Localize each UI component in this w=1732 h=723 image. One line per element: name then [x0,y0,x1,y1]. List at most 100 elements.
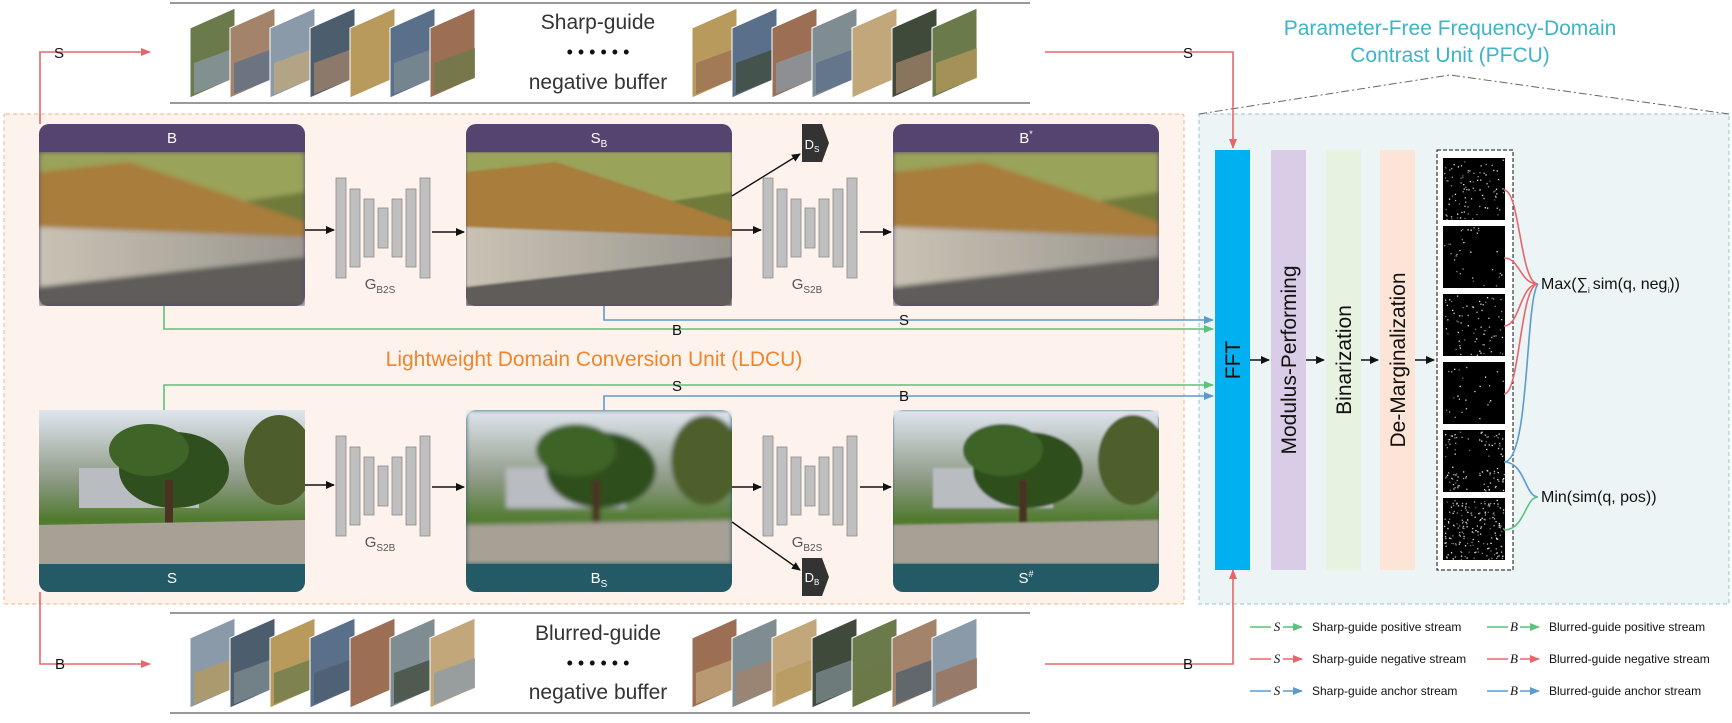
frequency-speckle [1475,551,1477,553]
frequency-speckle [1472,280,1474,282]
frequency-speckle [1481,194,1484,197]
frequency-speckle [1487,486,1489,488]
generator-layer [790,456,802,516]
frequency-speckle [1450,185,1453,187]
frequency-speckle [1483,197,1485,200]
frequency-speckle [1444,172,1446,175]
frequency-speckle [1453,510,1455,513]
generator-layer [377,465,389,507]
frequency-speckle [1501,319,1503,321]
frequency-speckle [1460,182,1462,184]
frequency-speckle [1491,336,1493,339]
frequency-speckle [1452,512,1454,514]
frequency-speckle [1495,335,1497,337]
frequency-speckle [1449,169,1451,171]
frequency-speckle [1494,190,1496,192]
frequency-speckle [1449,411,1451,413]
frequency-speckle [1446,304,1449,306]
frequency-speckle [1454,437,1456,439]
frequency-speckle [1459,385,1461,388]
frequency-speckle [1467,542,1469,545]
frequency-speckle [1455,442,1457,445]
frequency-speckle [1487,436,1489,438]
generator-layer [419,435,431,537]
demarginalization-label: De-Marginalization [1387,272,1410,447]
frequency-speckle [1460,353,1462,355]
frequency-speckle [1500,545,1502,547]
frequency-speckle [1456,502,1458,504]
frequency-speckle [1497,505,1499,508]
frequency-speckle [1465,503,1467,505]
frequency-speckle [1494,442,1496,445]
frequency-speckle [1458,543,1460,545]
frequency-speckle [1466,305,1468,307]
frequency-speckle [1454,453,1456,455]
frequency-speckle [1471,218,1474,220]
frequency-speckle [1467,171,1469,174]
svg-text:DS: DS [805,137,820,154]
frequency-speckle [1454,449,1456,451]
generator-layer [832,188,844,268]
frequency-speckle [1500,298,1502,301]
frequency-speckle [1452,542,1455,545]
frequency-speckle [1476,338,1478,340]
arrow-to-discriminator-sharp [731,153,801,197]
frequency-speckle [1473,172,1475,174]
frequency-speckle [1496,193,1498,195]
generated-blurred-label: BS [591,570,608,590]
frequency-speckle [1486,555,1488,557]
frequency-speckle [1447,439,1449,441]
generator-layer [804,465,816,507]
generator-layer [762,435,774,537]
frequency-speckle [1495,548,1497,550]
frequency-speckle [1444,525,1446,528]
frequency-speckle [1454,487,1456,489]
frequency-speckle [1493,554,1496,556]
frequency-speckle [1462,228,1464,231]
frequency-speckle [1501,336,1504,339]
frequency-speckle [1480,527,1482,529]
frequency-speckle [1493,512,1495,514]
modulus-label: Modulus-Performing [1278,265,1301,454]
frequency-speckle [1480,526,1483,528]
frequency-speckle [1463,535,1465,538]
frequency-speckle [1499,507,1501,509]
blurred-positive-stream-top-label: B [672,322,682,339]
frequency-speckle [1460,558,1462,561]
frequency-speckle [1462,307,1464,309]
frequency-speckle [1499,534,1501,536]
svg-text:DB: DB [805,570,820,587]
frequency-speckle [1478,513,1480,515]
frequency-speckle [1456,217,1459,219]
frequency-speckle [1467,511,1469,513]
frequency-speckle [1477,551,1479,553]
frequency-speckle [1446,218,1448,221]
frequency-speckle [1444,542,1446,544]
generator-b2s-top [335,177,431,279]
buffer-image-detail [234,658,275,704]
frequency-speckle [1463,184,1465,186]
frequency-speckle [1485,490,1487,492]
frequency-speckle [1496,557,1498,559]
buffer-image-detail [856,48,897,94]
frequency-speckle [1457,505,1460,507]
frequency-speckle [1461,519,1463,521]
frequency-speckle [1480,179,1482,181]
frequency-speckle [1494,305,1496,307]
frequency-speckle [1480,165,1482,167]
frequency-speckle [1494,486,1496,489]
frequency-speckle [1495,521,1497,523]
frequency-speckle [1451,477,1453,479]
frequency-speckle [1478,230,1480,232]
frequency-speckle [1490,542,1492,544]
frequency-speckle [1498,524,1500,527]
reconstructed-blurred-label: B* [1019,129,1033,147]
frequency-speckle [1465,201,1467,203]
frequency-speckle [1483,172,1485,174]
frequency-speckle [1475,530,1477,532]
frequency-speckle [1499,352,1501,354]
buffer-image-detail [434,658,475,704]
frequency-speckle [1491,444,1493,447]
legend-glyph-bg [1508,619,1520,633]
frequency-speckle [1502,438,1504,440]
